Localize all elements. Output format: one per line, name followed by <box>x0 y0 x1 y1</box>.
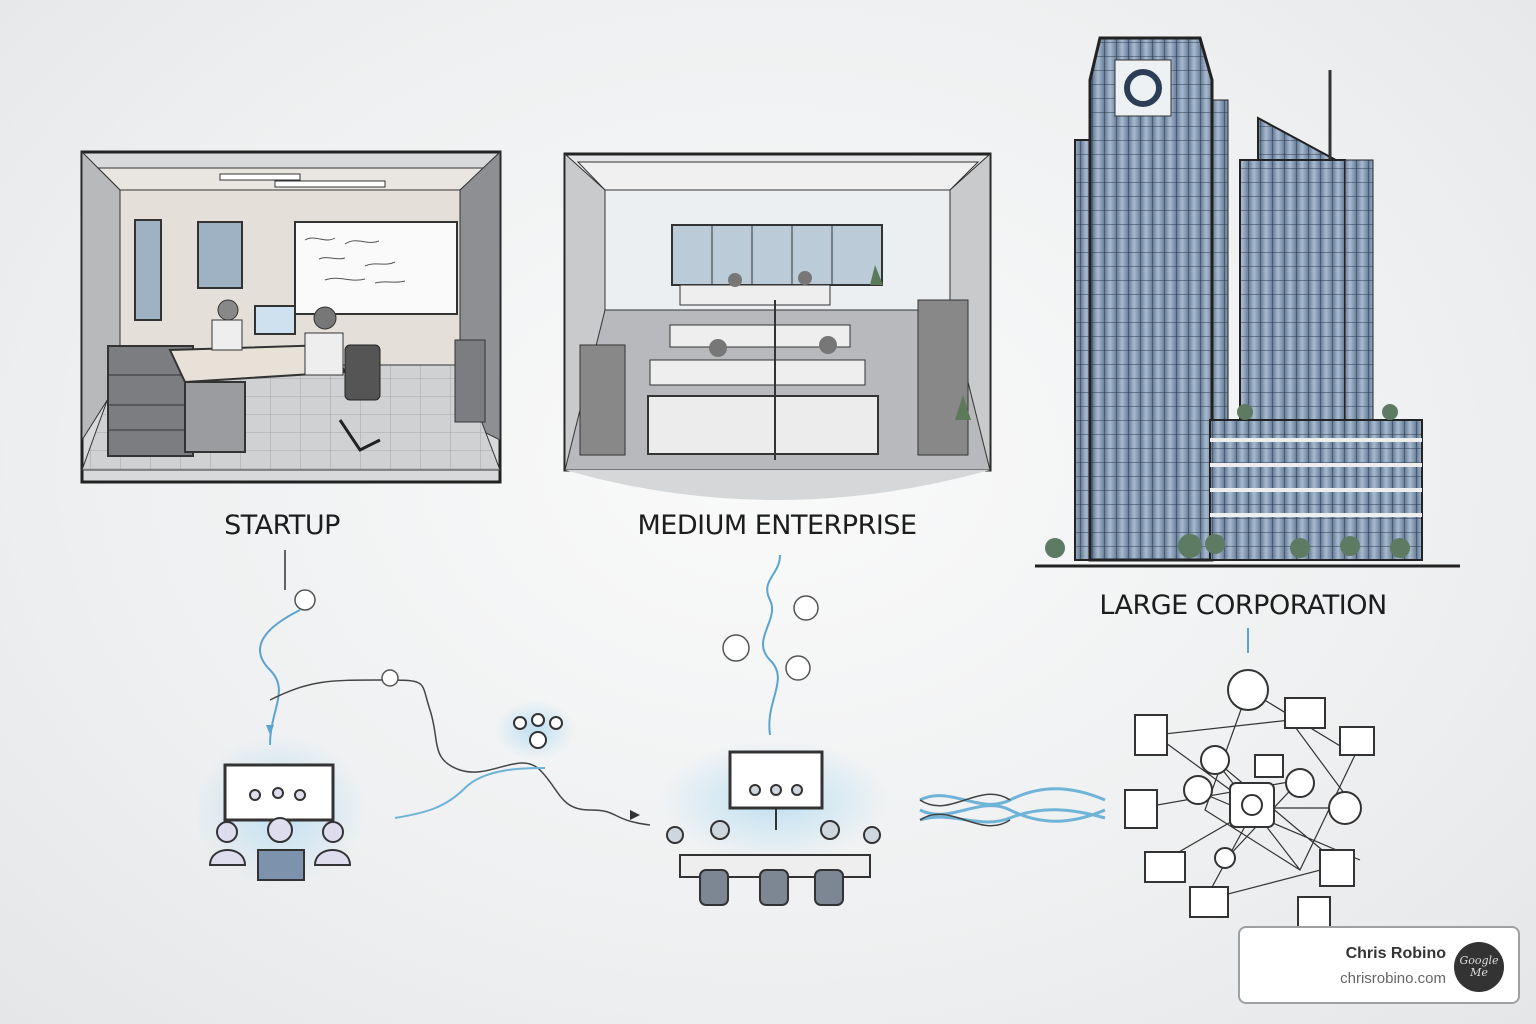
large-corporation-tower-illustration <box>1035 36 1460 568</box>
medium-enterprise-label: MEDIUM ENTERPRISE <box>637 510 917 541</box>
author-name: Chris Robino <box>1345 945 1446 962</box>
startup-office-illustration <box>80 150 502 484</box>
large-network-icon <box>1124 669 1375 928</box>
author-badge[interactable]: Chris Robino chrisrobino.com Google Me <box>1238 926 1520 1004</box>
medium-enterprise-office-illustration <box>563 152 992 500</box>
large-corporation-label: LARGE CORPORATION <box>1099 590 1387 621</box>
startup-label: STARTUP <box>224 510 340 541</box>
medium-network-icons <box>294 589 819 687</box>
google-me-logo: Google Me <box>1454 942 1504 992</box>
flow-lines <box>259 550 1249 827</box>
medium-meeting-icon <box>660 740 890 906</box>
author-site-link[interactable]: chrisrobino.com <box>1340 970 1446 987</box>
startup-meeting-icon <box>195 700 575 885</box>
